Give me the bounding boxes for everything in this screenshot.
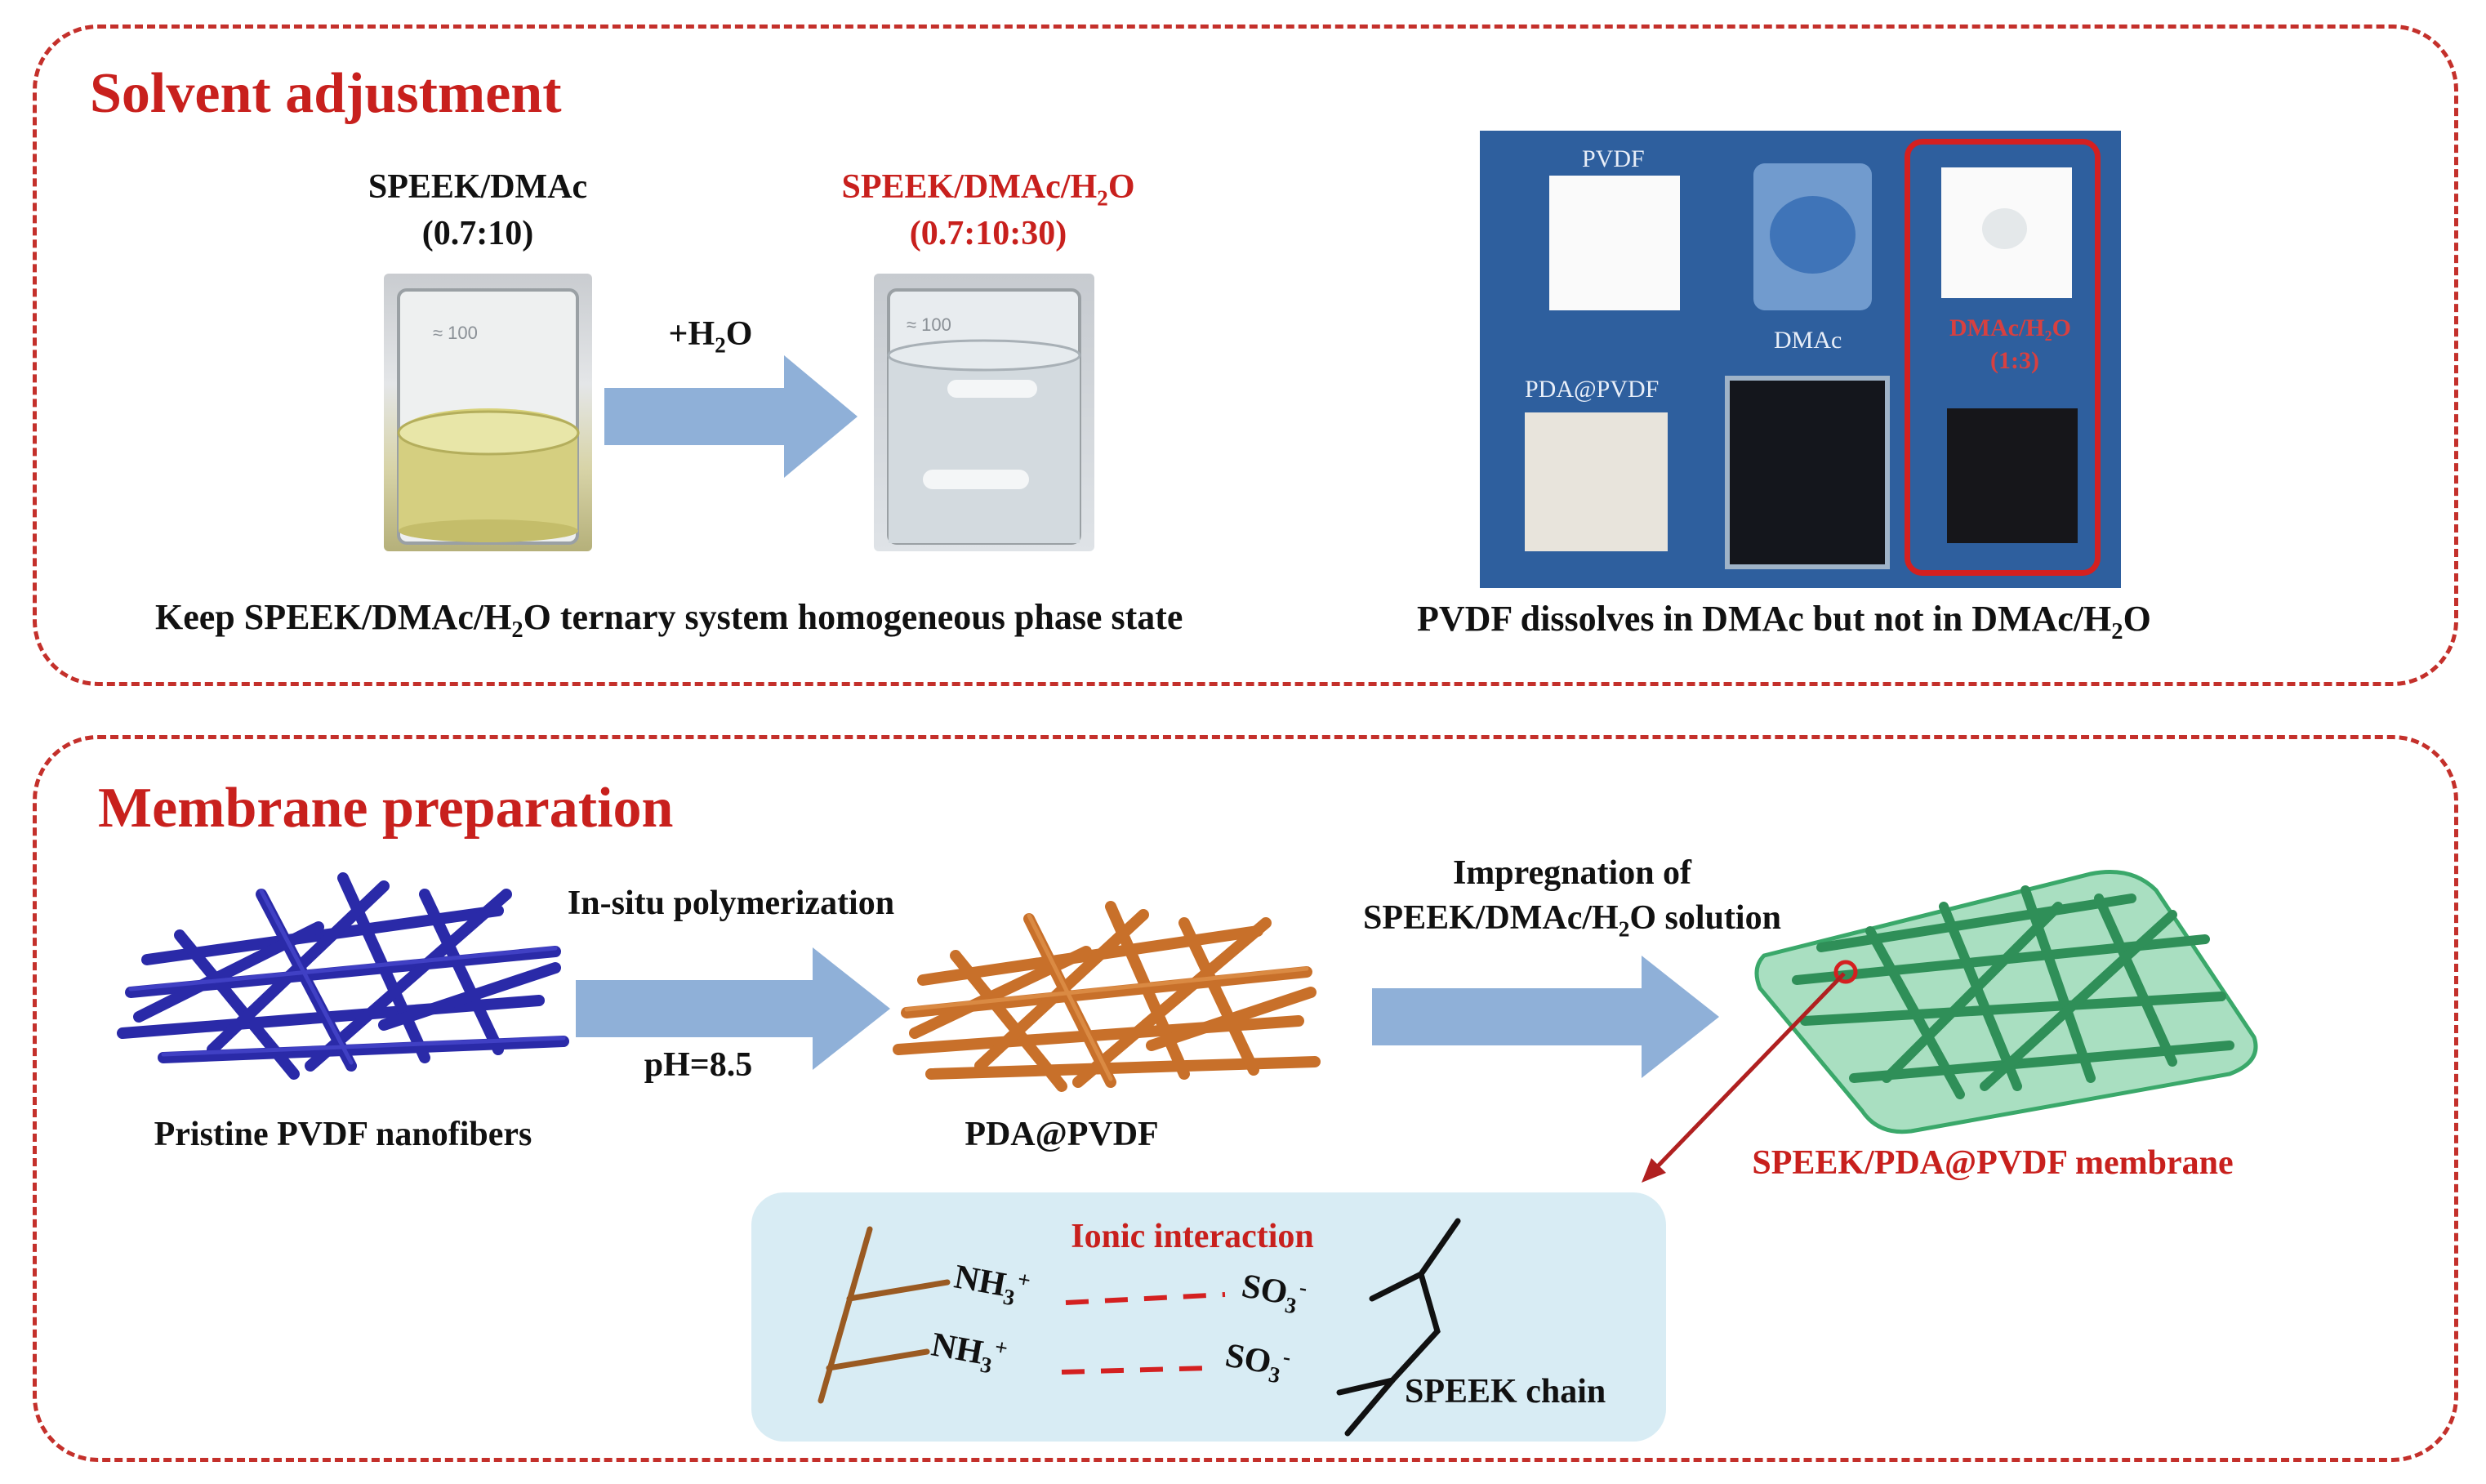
pda-pvdf-label: PDA@PVDF [965, 1116, 1159, 1153]
dmac-h2o-treated-sample [1947, 408, 2078, 543]
dmac-h2o-photo-label: DMAc/H₂O [1949, 314, 2071, 341]
beaker1-label: SPEEK/DMAc [368, 168, 588, 206]
in-situ-polymerization-label: In-situ polymerization [567, 885, 895, 922]
speek-pda-pvdf-membrane [1754, 870, 2258, 1134]
beaker1-photo: ≈ 100 [384, 274, 592, 551]
homogeneous-phase-caption: Keep SPEEK/DMAc/H2O ternary system homog… [155, 597, 1183, 643]
beaker1-ratio: (0.7:10) [421, 215, 534, 252]
beaker2-label: SPEEK/DMAc/H2O [841, 168, 1135, 211]
add-water-arrow [604, 355, 858, 478]
membrane-preparation-panel [33, 735, 2458, 1462]
impregnation-arrow [1372, 956, 1719, 1078]
add-water-label: +H2O [668, 315, 753, 358]
dmac-dissolved-circle [1770, 196, 1856, 274]
svg-text:≈ 100: ≈ 100 [433, 323, 478, 343]
solvent-adjustment-title: Solvent adjustment [90, 62, 562, 125]
ionic-interaction-box [751, 1192, 1666, 1442]
impregnation-label-line2: SPEEK/DMAc/H2O solution [1363, 899, 1781, 942]
solvent-adjustment-panel [33, 25, 2458, 686]
zoom-pointer-line [1642, 972, 1846, 1183]
ionic-interaction-title: Ionic interaction [1071, 1218, 1314, 1255]
membrane-preparation-title: Membrane preparation [98, 777, 674, 840]
polymerization-arrow [576, 947, 890, 1070]
beaker2-ratio: (0.7:10:30) [909, 215, 1067, 252]
ph-label: pH=8.5 [644, 1046, 753, 1084]
dmac-h2o-ratio-label: (1:3) [1990, 347, 2039, 374]
dmac-h2o-highlight-box [1905, 139, 2101, 576]
pristine-pvdf-label: Pristine PVDF nanofibers [154, 1116, 532, 1153]
pvdf-dissolution-photo: PVDF DMAc DMAc/H₂O (1:3) PDA@PVDF [1480, 131, 2121, 588]
ionic-interaction-diagram [818, 1218, 1461, 1437]
dmac-treated-sample [1725, 376, 1890, 569]
pvdf-photo-label: PVDF [1582, 145, 1645, 172]
pvdf-sample [1549, 176, 1680, 310]
beaker2-photo: ≈ 100 [874, 274, 1094, 551]
dmac-photo-label: DMAc [1774, 327, 1842, 354]
speek-chain-label: SPEEK chain [1405, 1373, 1606, 1410]
svg-text:≈ 100: ≈ 100 [907, 314, 951, 335]
impregnation-label-line1: Impregnation of [1452, 854, 1692, 892]
membrane-label: SPEEK/PDA@PVDF membrane [1752, 1144, 2234, 1182]
pda-pvdf-network [893, 901, 1321, 1092]
pvdf-nanofiber-network [117, 872, 569, 1080]
pda-pvdf-photo-label: PDA@PVDF [1525, 376, 1660, 403]
water-droplet [1982, 208, 2027, 249]
pda-pvdf-sample [1525, 412, 1668, 551]
pvdf-dissolves-caption: PVDF dissolves in DMAc but not in DMAc/H… [1417, 599, 2151, 644]
